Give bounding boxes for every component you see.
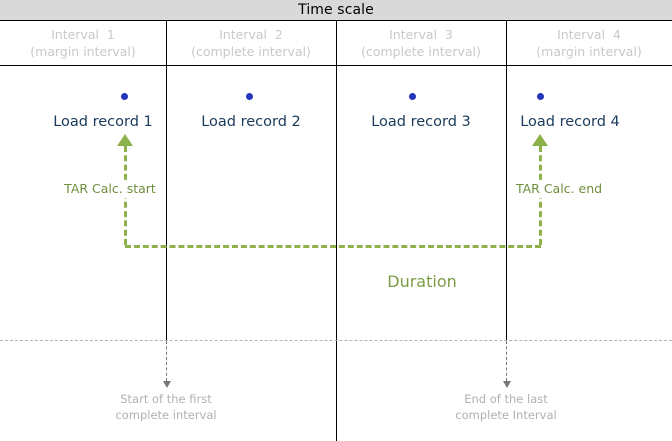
load-record-4-dot <box>537 93 544 100</box>
bottom-note-2-line1: End of the last <box>464 392 548 406</box>
bottom-note-2: End of the last complete Interval <box>455 391 556 423</box>
tar-start-arrowhead <box>117 134 133 146</box>
interval-header-3: Interval 3 (complete interval) <box>336 21 506 65</box>
load-record-4-label: Load record 4 <box>520 114 620 130</box>
load-record-2-dot <box>246 93 253 100</box>
bottom-note-1: Start of the first complete interval <box>115 391 216 423</box>
interval-header-4-type: (margin interval) <box>536 44 642 59</box>
tar-end-label: TAR Calc. end <box>512 181 606 198</box>
interval-header-1: Interval 1 (margin interval) <box>0 21 166 65</box>
interval-header-3-type: (complete interval) <box>361 44 481 59</box>
load-record-3-dot <box>409 93 416 100</box>
bottom-note-1-line1: Start of the first <box>120 392 212 406</box>
interval-divider-2 <box>336 20 337 441</box>
load-record-1-label: Load record 1 <box>53 114 153 130</box>
last-interval-pointer-arrow <box>502 381 511 388</box>
page-title: Time scale <box>298 2 374 18</box>
bottom-note-2-line2: complete Interval <box>455 408 557 422</box>
interval-header-4-name: Interval 4 <box>557 27 621 42</box>
last-interval-pointer-stem <box>506 341 507 381</box>
first-interval-pointer-arrow <box>162 381 171 388</box>
interval-header-band: Interval 1 (margin interval) Interval 2 … <box>0 20 672 66</box>
interval-header-2: Interval 2 (complete interval) <box>166 21 336 65</box>
load-record-1-dot <box>121 93 128 100</box>
time-scale-titlebar: Time scale <box>0 0 672 20</box>
first-interval-pointer-stem <box>166 341 167 381</box>
interval-header-2-type: (complete interval) <box>191 44 311 59</box>
bottom-note-1-line2: complete interval <box>115 408 217 422</box>
interval-header-3-name: Interval 3 <box>389 27 453 42</box>
load-record-2-label: Load record 2 <box>201 114 301 130</box>
interval-header-4: Interval 4 (margin interval) <box>506 21 672 65</box>
bottom-separator-line <box>0 340 672 341</box>
interval-header-1-type: (margin interval) <box>30 44 136 59</box>
tar-start-label: TAR Calc. start <box>61 181 159 198</box>
tar-duration-baseline <box>125 245 541 248</box>
interval-divider-1 <box>166 20 167 340</box>
interval-divider-3 <box>506 20 507 340</box>
interval-header-1-name: Interval 1 <box>51 27 115 42</box>
duration-label: Duration <box>387 272 457 291</box>
tar-end-arrowhead <box>532 134 548 146</box>
interval-header-2-name: Interval 2 <box>219 27 283 42</box>
load-record-3-label: Load record 3 <box>371 114 471 130</box>
